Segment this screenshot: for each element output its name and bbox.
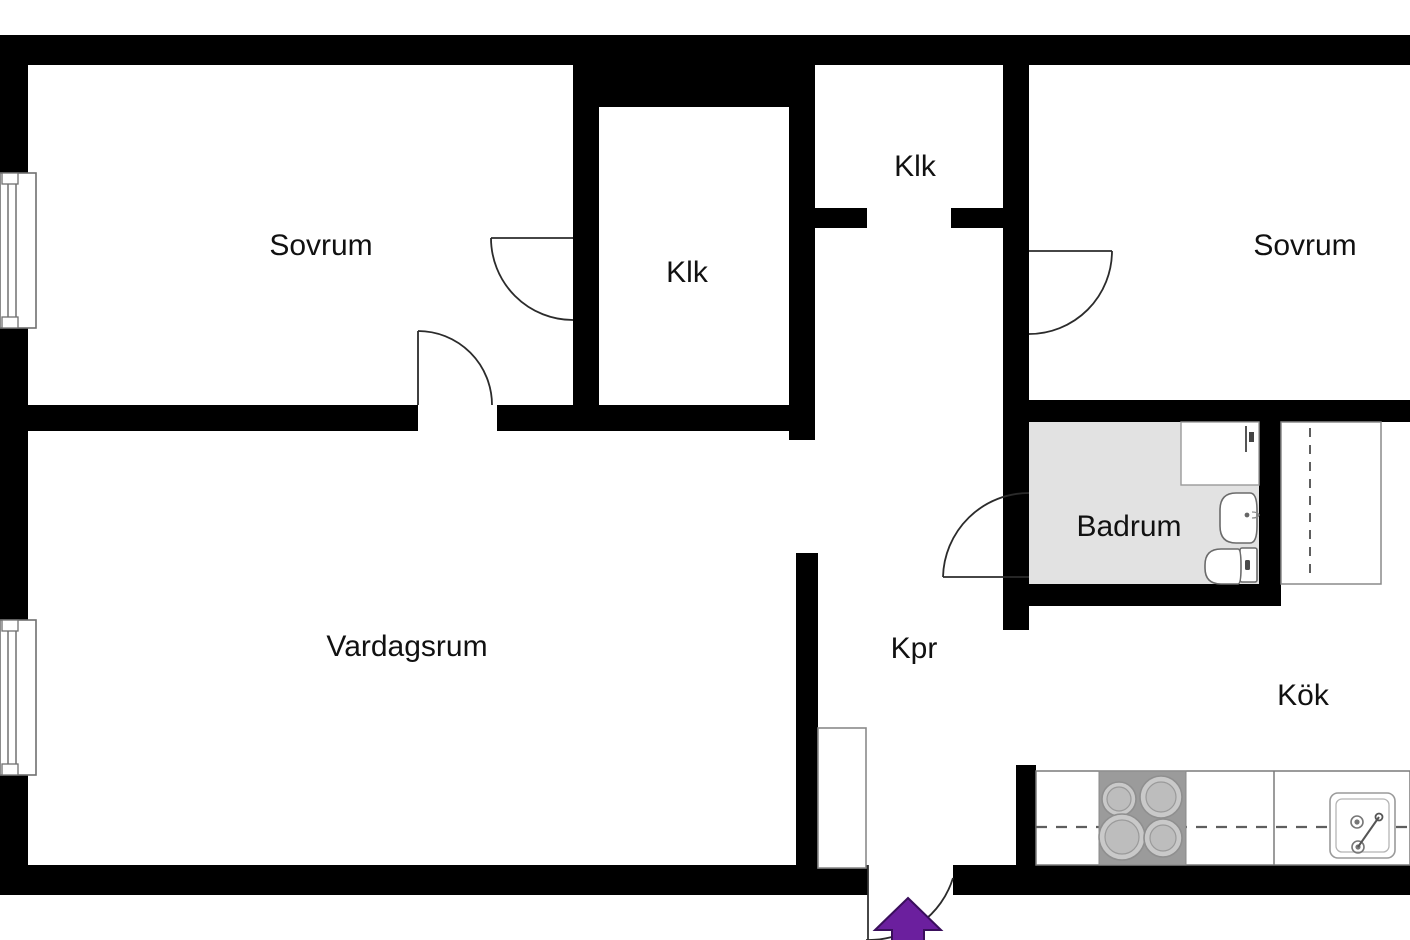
wall-sovrum-left-right-head — [573, 35, 599, 105]
wall-sovrum-left-bottom-a — [28, 405, 418, 431]
wall-sovrum-right-left-upper — [1003, 65, 1029, 355]
entrance-arrow-icon — [872, 896, 944, 940]
room-labels: Sovrum Klk Klk Sovrum Badrum Vardagsrum … — [269, 150, 1356, 712]
wall-exterior-bottom-left — [0, 865, 868, 895]
window-upper-left — [0, 172, 37, 329]
tall-cabinet-icon — [1280, 421, 1382, 585]
window-lower-left — [0, 619, 37, 776]
room-label-badrum: Badrum — [1076, 510, 1181, 543]
wall-exterior-top — [0, 35, 1410, 65]
wall-badrum-right — [1259, 400, 1281, 606]
wall-kok-left — [1016, 765, 1036, 875]
kitchen-fixtures — [1035, 770, 1410, 866]
room-label-kpr: Kpr — [891, 632, 938, 665]
room-label-klk-center: Klk — [894, 150, 937, 183]
doors — [417, 237, 1113, 940]
door-badrum-swing — [942, 492, 1030, 578]
door-klk-left-swing — [490, 237, 574, 321]
room-label-klk-left: Klk — [666, 256, 709, 289]
wall-klk-left-top — [599, 65, 815, 107]
toilet-icon — [1204, 547, 1258, 585]
wall-klk-center-stub-left — [815, 208, 867, 228]
room-label-vardagsrum: Vardagsrum — [326, 630, 487, 663]
wall-vardagsrum-right — [796, 553, 818, 893]
exterior-walls — [0, 35, 1410, 895]
room-label-kok: Kök — [1277, 679, 1330, 712]
windows — [0, 172, 37, 776]
wall-badrum-top — [1029, 400, 1410, 422]
door-sovrum-right-swing — [1028, 250, 1113, 335]
shower-unit-icon — [1180, 421, 1260, 486]
room-label-sovrum-left: Sovrum — [269, 229, 372, 262]
stove-hob-icon — [1098, 770, 1187, 866]
hall-closet-icon — [817, 727, 867, 869]
door-sovrum-left-swing — [417, 330, 493, 406]
badrum-fixtures — [1180, 421, 1382, 585]
room-label-sovrum-right: Sovrum — [1253, 229, 1356, 262]
wall-sovrum-left-bottom-b — [497, 405, 809, 431]
wall-badrum-bottom — [1029, 584, 1281, 606]
wall-klk-left-right — [789, 105, 815, 440]
kitchen-sink-icon — [1329, 792, 1396, 859]
wash-basin-icon — [1219, 492, 1260, 544]
wall-sovrum-left-right — [573, 65, 599, 415]
